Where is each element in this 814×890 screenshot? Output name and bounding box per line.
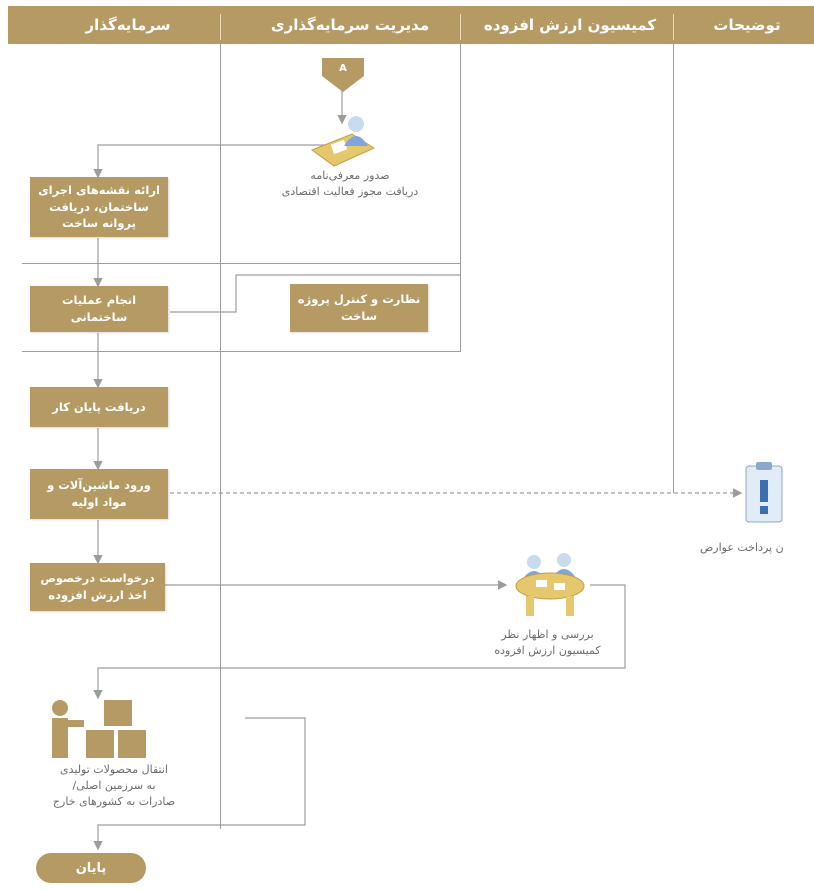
step-completion-certificate: دریافت پایان کار: [30, 387, 168, 427]
end-terminator: پایان: [36, 853, 146, 883]
arrow-permit-to-plans: [93, 144, 348, 179]
step-product-transfer: انتقال محصولات تولیدی به سرزمین اصلی/ صا…: [52, 763, 176, 808]
line-construction-to-supervision: [170, 274, 460, 313]
lane-divider: [220, 14, 221, 40]
step-machinery-import: ورود ماشین‌آلات و مواد اولیه: [30, 469, 168, 519]
row-divider: [22, 263, 460, 264]
step-permit-issue: صدور معرفی‌نامه دریافت مجوز فعالیت اقتصا…: [281, 169, 419, 198]
swimlane-header: سرمایه‌گذار مدیریت سرمایه‌گذاری کمیسیون …: [8, 6, 814, 44]
lane-title-investor: سرمایه‌گذار: [85, 16, 171, 34]
step-vat-request: درخواست درخصوص اخذ ارزش افزوده: [30, 563, 165, 611]
lane-line: [220, 44, 221, 829]
step-building-plans: ارائه نقشه‌های اجرای ساختمان، دریافت پرو…: [30, 177, 168, 237]
lane-divider: [460, 14, 461, 40]
step-project-supervision: نظارت و کنترل پروژه ساخت: [290, 284, 428, 332]
step-machinery-import-label: ورود ماشین‌آلات و مواد اولیه: [47, 478, 151, 509]
step-building-plans-label: ارائه نقشه‌های اجرای ساختمان، دریافت پرو…: [38, 182, 160, 231]
lane-line: [460, 44, 461, 352]
lane-title-investment-management: مدیریت سرمایه‌گذاری: [270, 16, 430, 34]
step-construction-operations-label: انجام عملیات ساختمانی: [61, 293, 137, 324]
step-project-supervision-label: نظارت و کنترل پروژه ساخت: [297, 292, 421, 323]
arrow-commission-to-transfer: [93, 584, 626, 700]
person-boxes-icon: [52, 700, 146, 758]
arrow-transfer-to-end: [93, 717, 306, 851]
note-fee-payment: ن پرداخت عوارض: [700, 541, 784, 554]
lane-divider: [673, 14, 674, 40]
lane-line: [673, 44, 674, 493]
alert-clipboard-icon: [745, 462, 783, 523]
step-vat-request-label: درخواست درخصوص اخذ ارزش افزوده: [40, 571, 155, 602]
step-completion-certificate-label: دریافت پایان کار: [52, 399, 146, 414]
end-label: پایان: [75, 860, 107, 876]
lane-title-notes: توضیحات: [713, 16, 781, 34]
connector-a-label: A: [339, 63, 347, 74]
meeting-table-icon: [515, 553, 585, 616]
lane-title-value-added-commission: کمیسیون ارزش افزوده: [483, 16, 657, 34]
step-construction-operations: انجام عملیات ساختمانی: [30, 286, 168, 332]
person-desk-icon: [310, 116, 376, 167]
connector-a-shape: [322, 58, 364, 92]
row-divider: [22, 351, 460, 352]
step-commission-review: بررسی و اظهار نظر کمیسیون ارزش افزوده: [494, 628, 601, 657]
